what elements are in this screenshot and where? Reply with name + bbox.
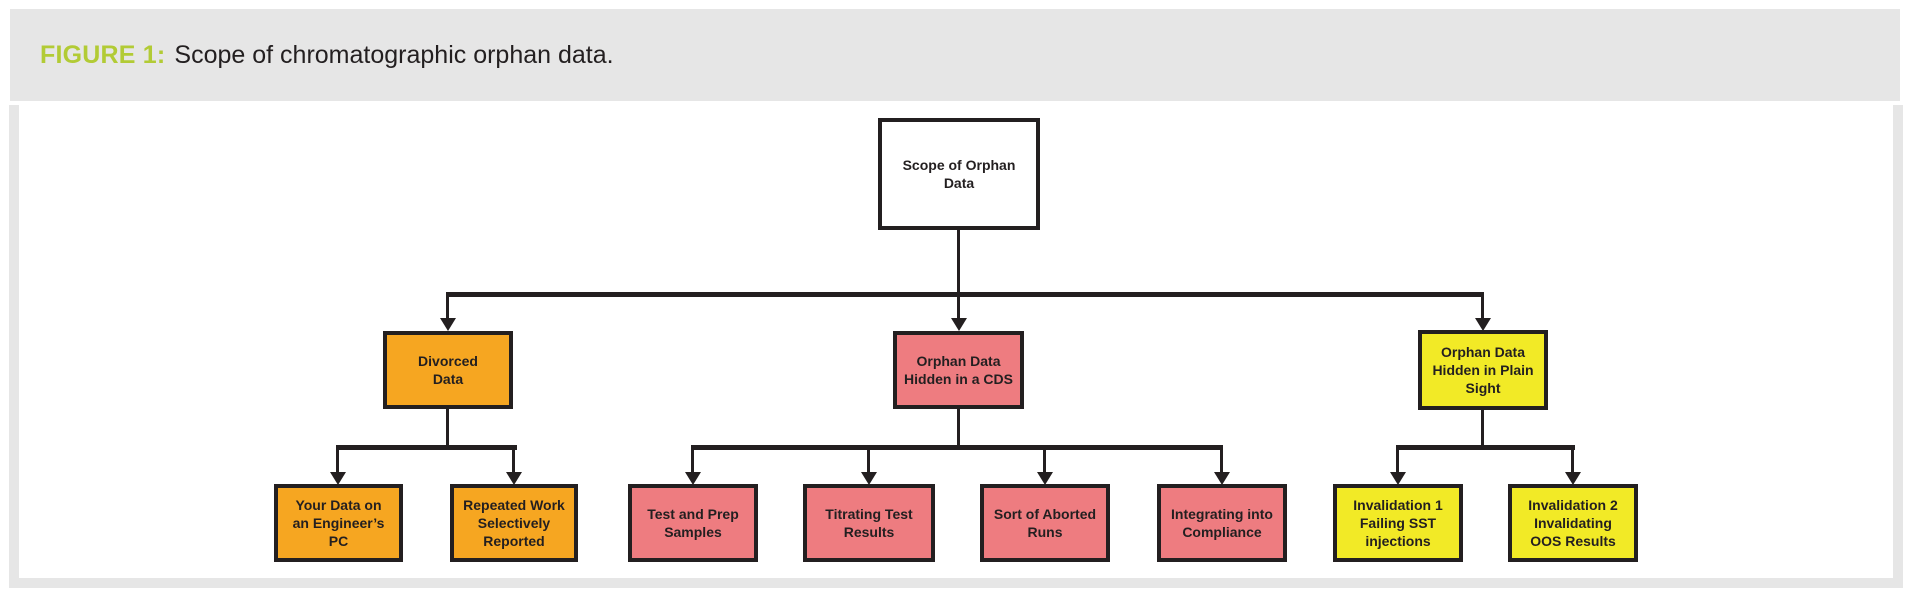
node-repeated-work-selectively-reported: Repeated Work Selectively Reported <box>450 484 578 562</box>
connector-cds-stem <box>957 405 960 450</box>
connector-drop-engineers-pc <box>336 445 339 473</box>
connector-drop-integrating <box>1220 445 1223 473</box>
connector-drop-invalidation-2 <box>1571 445 1574 473</box>
node-scope-of-orphan-data: Scope of Orphan Data <box>878 118 1040 230</box>
connector-plain-sight-stem <box>1481 406 1484 450</box>
node-sort-of-aborted-runs: Sort of Aborted Runs <box>980 484 1110 562</box>
arrow-down-icon <box>685 472 701 485</box>
connector-drop-cds <box>957 292 960 320</box>
arrow-down-icon <box>1475 318 1491 331</box>
connector-cds-branch-line <box>691 445 1223 450</box>
connector-drop-test-prep <box>691 445 694 473</box>
connector-plain-sight-branch-line <box>1396 445 1575 450</box>
connector-root-stem <box>957 228 960 297</box>
node-your-data-on-engineers-pc: Your Data on an Engineer’s PC <box>274 484 403 562</box>
arrow-down-icon <box>951 318 967 331</box>
connector-drop-plain-sight <box>1481 292 1484 320</box>
arrow-down-icon <box>330 472 346 485</box>
node-titrating-test-results: Titrating Test Results <box>803 484 935 562</box>
connector-drop-divorced <box>446 292 449 320</box>
node-invalidation-2-invalidating-oos: Invalidation 2 Invalidating OOS Results <box>1508 484 1638 562</box>
arrow-down-icon <box>1390 472 1406 485</box>
node-integrating-into-compliance: Integrating into Compliance <box>1157 484 1287 562</box>
node-orphan-data-hidden-in-cds: Orphan Data Hidden in a CDS <box>893 331 1024 409</box>
node-test-and-prep-samples: Test and Prep Samples <box>628 484 758 562</box>
node-invalidation-1-failing-sst: Invalidation 1 Failing SST injections <box>1333 484 1463 562</box>
arrow-down-icon <box>1565 472 1581 485</box>
connector-divorced-branch-line <box>336 445 517 450</box>
connector-drop-aborted-runs <box>1043 445 1046 473</box>
arrow-down-icon <box>506 472 522 485</box>
node-orphan-data-hidden-in-plain-sight: Orphan Data Hidden in Plain Sight <box>1418 330 1548 410</box>
node-divorced-data: Divorced Data <box>383 331 513 409</box>
arrow-down-icon <box>861 472 877 485</box>
connector-drop-titrating <box>867 445 870 473</box>
arrow-down-icon <box>1214 472 1230 485</box>
arrow-down-icon <box>1037 472 1053 485</box>
connector-drop-invalidation-1 <box>1396 445 1399 473</box>
connector-divorced-stem <box>446 405 449 450</box>
connector-drop-repeated-work <box>512 445 515 473</box>
connector-tier1-branch-line <box>446 292 1484 297</box>
figure-caption: Scope of chromatographic orphan data. <box>174 40 614 69</box>
figure-number-label: FIGURE 1: <box>40 40 166 69</box>
figure-header: FIGURE 1: Scope of chromatographic orpha… <box>10 9 1900 101</box>
arrow-down-icon <box>440 318 456 331</box>
